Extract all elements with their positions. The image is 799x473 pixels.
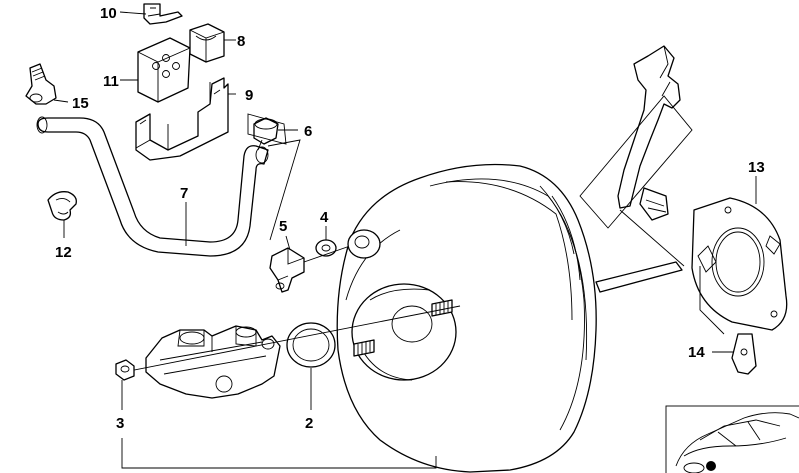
- part-7-vacuum-hose[interactable]: [36, 116, 269, 257]
- callout-13: 13: [748, 159, 765, 176]
- callout-6: 6: [304, 123, 312, 140]
- callout-4: 4: [320, 209, 329, 226]
- part-14-nut-clip[interactable]: [731, 333, 757, 375]
- part-9-bracket[interactable]: [135, 77, 229, 161]
- part-4-washer[interactable]: [315, 239, 337, 257]
- callout-12: 12: [55, 244, 72, 261]
- location-dot-icon: [706, 461, 716, 471]
- callout-11: 11: [103, 73, 119, 90]
- part-1-brake-booster[interactable]: [336, 163, 683, 473]
- part-15-fitting[interactable]: [25, 63, 57, 105]
- part-10-clip[interactable]: [143, 3, 183, 25]
- callout-3: 3: [116, 415, 124, 432]
- brake-pedal[interactable]: [617, 45, 681, 221]
- part-13-gasket[interactable]: [691, 197, 788, 331]
- vehicle-location-thumbnail: [665, 405, 799, 473]
- callout-7: 7: [180, 185, 188, 202]
- part-3-nut[interactable]: [115, 359, 135, 381]
- callout-9: 9: [245, 87, 253, 104]
- callout-5: 5: [279, 218, 287, 235]
- part-8-rubber-block[interactable]: [189, 23, 225, 63]
- part-12-clip[interactable]: [47, 191, 77, 221]
- master-cylinder[interactable]: [145, 325, 281, 399]
- part-2-o-ring[interactable]: [286, 322, 336, 368]
- callout-14: 14: [688, 344, 705, 361]
- callout-2: 2: [305, 415, 313, 432]
- booster-stud-lower: [353, 339, 375, 357]
- callout-10: 10: [100, 5, 117, 22]
- part-6-check-valve[interactable]: [253, 117, 279, 145]
- callout-15: 15: [72, 95, 89, 112]
- part-5-vacuum-connector[interactable]: [269, 247, 305, 293]
- part-11-grommet[interactable]: [137, 37, 191, 103]
- callout-8: 8: [237, 33, 245, 50]
- booster-stud-upper: [431, 299, 453, 317]
